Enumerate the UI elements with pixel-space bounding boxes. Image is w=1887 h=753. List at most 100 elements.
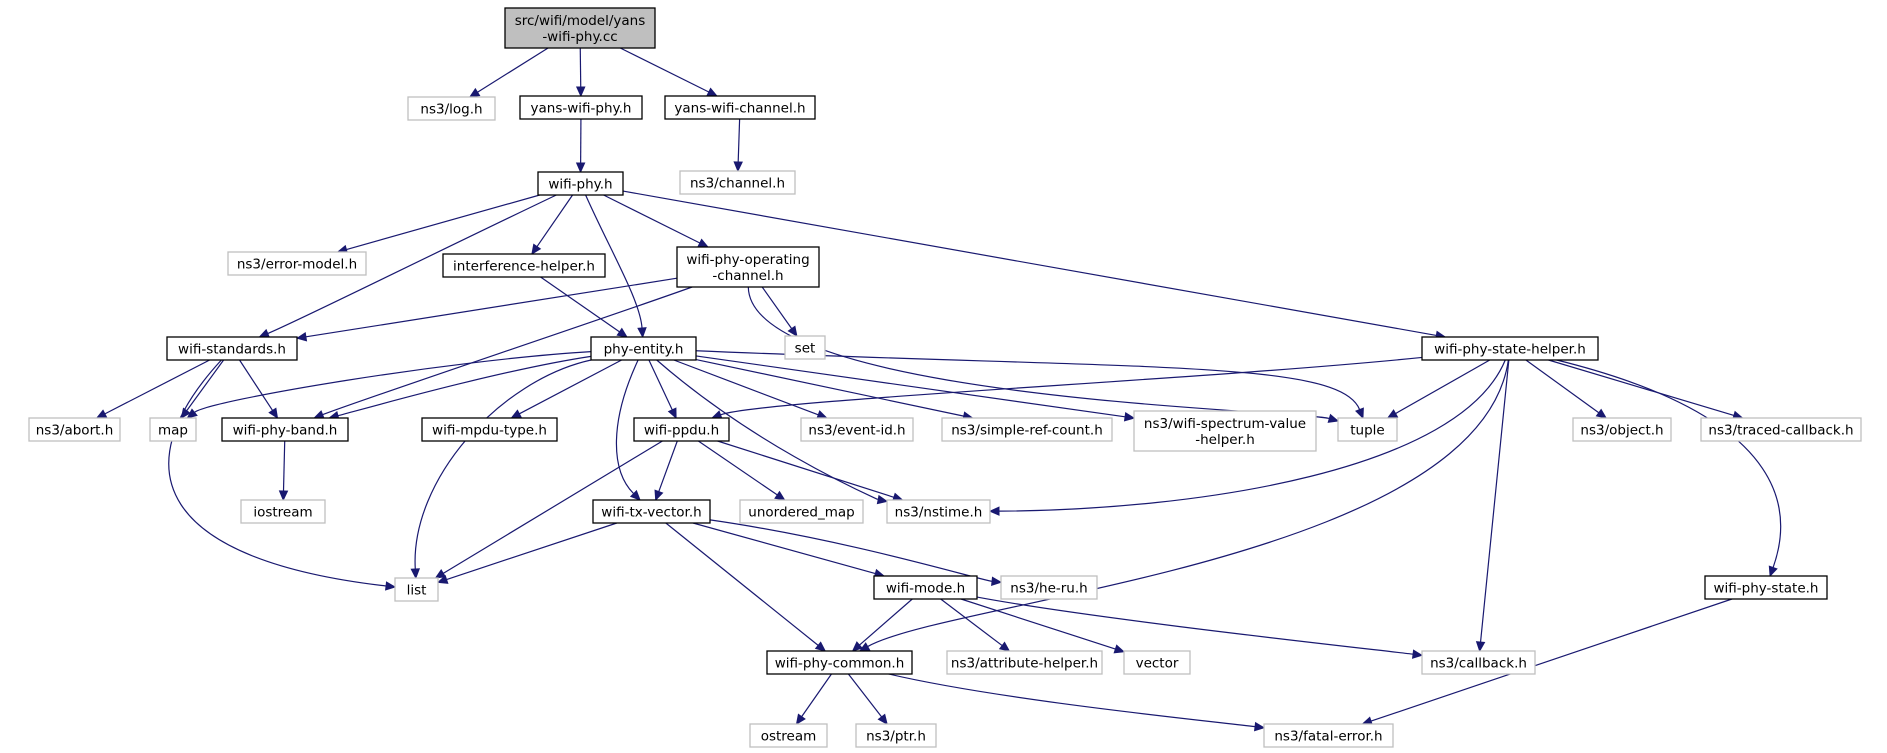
arrowhead-wifiphy-to-opchan	[697, 238, 709, 248]
node-box-opchan	[676, 246, 820, 288]
node-opchan[interactable]: wifi-phy-operating-channel.h	[676, 246, 820, 288]
node-ptr: ns3/ptr.h	[855, 723, 937, 748]
arrowhead-statehelper-to-tuple	[1386, 409, 1399, 419]
node-box-phyentity	[590, 336, 697, 361]
edge-mode-to-attrhelper	[940, 598, 1003, 647]
node-label-phyentity: phy-entity.h	[604, 342, 684, 358]
arrowhead-root-to-yanschan	[706, 87, 718, 97]
arrowhead-wifiphy-to-phyentity	[637, 327, 647, 339]
arrowhead-phyentity-to-list	[410, 568, 421, 580]
edge-common-to-fatal	[888, 673, 1256, 728]
node-label-traced: ns3/traced-callback.h	[1708, 423, 1853, 439]
node-label-nstime: ns3/nstime.h	[895, 505, 983, 521]
node-box-root	[504, 7, 656, 49]
node-box-interf	[442, 253, 606, 278]
edge-ppdu-to-nstime	[717, 440, 895, 498]
edge-wifiphy-to-phyentity	[585, 194, 643, 329]
edge-statehelper-to-callback	[1479, 359, 1510, 643]
node-spectrum: ns3/wifi-spectrum-value-helper.h	[1133, 410, 1317, 452]
edge-phyentity-to-map	[194, 351, 592, 413]
edge-txvector-to-common	[665, 522, 819, 646]
edge-mode-to-vector	[960, 598, 1116, 650]
node-label-fatal: ns3/fatal-error.h	[1274, 729, 1382, 745]
node-unordered: unordered_map	[739, 499, 864, 524]
node-vector: vector	[1123, 650, 1191, 675]
node-label-root-line-0: src/wifi/model/yans	[515, 13, 646, 29]
arrowhead-statehelper-to-nstime	[988, 506, 1000, 516]
edge-wifiphy-to-standards	[267, 194, 557, 335]
node-box-ppdu	[633, 417, 730, 442]
arrowhead-yansphy-to-wifiphy	[575, 162, 586, 174]
node-box-set	[784, 335, 826, 360]
arrowhead-ppdu-to-txvector	[654, 489, 664, 502]
node-box-standards	[166, 336, 298, 361]
node-label-root-line-1: -wifi-phy.cc	[542, 29, 617, 45]
node-box-txvector	[592, 499, 711, 524]
node-box-band	[221, 417, 349, 442]
node-phyentity[interactable]: phy-entity.h	[590, 336, 697, 361]
node-eventid: ns3/event-id.h	[800, 417, 914, 442]
edge-standards-to-band	[239, 359, 274, 411]
node-box-fatal	[1263, 723, 1394, 748]
node-yansphy[interactable]: yans-wifi-phy.h	[519, 95, 643, 120]
node-label-heru: ns3/he-ru.h	[1010, 581, 1087, 597]
node-common[interactable]: wifi-phy-common.h	[766, 650, 913, 675]
node-mode[interactable]: wifi-mode.h	[873, 575, 978, 600]
node-label-iostream: iostream	[253, 505, 312, 521]
node-txvector[interactable]: wifi-tx-vector.h	[592, 499, 711, 524]
arrowhead-root-to-log	[468, 87, 481, 98]
node-mpdutype[interactable]: wifi-mpdu-type.h	[421, 417, 558, 442]
node-traced: ns3/traced-callback.h	[1700, 417, 1862, 442]
arrowhead-phyentity-to-mpdutype	[510, 409, 522, 419]
node-box-wifiphy	[537, 171, 624, 196]
node-label-simpleref: ns3/simple-ref-count.h	[951, 423, 1103, 439]
node-label-yanschan: yans-wifi-channel.h	[674, 101, 805, 117]
node-label-opchan-line-1: -channel.h	[712, 268, 783, 284]
edge-wifiphy-to-errmodel	[346, 194, 540, 251]
edge-txvector-to-mode	[692, 522, 876, 575]
edge-statehelper-to-ppdu	[720, 356, 1423, 416]
edge-mode-to-common	[859, 598, 913, 646]
node-label-yansphy: yans-wifi-phy.h	[531, 101, 632, 117]
node-label-tuple: tuple	[1350, 423, 1384, 439]
node-label-wifiphy: wifi-phy.h	[548, 177, 612, 193]
node-label-list: list	[407, 583, 427, 599]
node-statehelper[interactable]: wifi-phy-state-helper.h	[1421, 336, 1599, 361]
edge-yanschan-to-channel	[737, 118, 741, 163]
edge-phystate-to-fatal	[1370, 598, 1733, 722]
edge-wifiphy-to-interf	[536, 194, 574, 247]
arrowhead-ppdu-to-list	[434, 569, 447, 579]
node-wifiphy[interactable]: wifi-phy.h	[537, 171, 624, 196]
node-root[interactable]: src/wifi/model/yans-wifi-phy.cc	[504, 7, 656, 49]
node-phystate[interactable]: wifi-phy-state.h	[1704, 575, 1828, 600]
edge-opchan-to-set	[761, 286, 793, 330]
edge-mode-to-callback	[976, 596, 1414, 655]
node-box-vector	[1123, 650, 1191, 675]
arrowhead-phyentity-to-tuple	[1355, 407, 1364, 420]
node-box-abort	[28, 417, 121, 442]
node-box-simpleref	[941, 417, 1113, 442]
arrowhead-statehelper-to-phystate	[1768, 565, 1778, 578]
node-band[interactable]: wifi-phy-band.h	[221, 417, 349, 442]
arrowhead-phyentity-to-nstime	[876, 494, 889, 505]
edge-standards-to-list	[168, 359, 387, 587]
node-tuple: tuple	[1337, 417, 1398, 442]
node-ppdu[interactable]: wifi-ppdu.h	[633, 417, 730, 442]
node-standards[interactable]: wifi-standards.h	[166, 336, 298, 361]
node-heru: ns3/he-ru.h	[1000, 575, 1098, 600]
arrowhead-phyentity-to-txvector	[629, 489, 641, 501]
node-box-common	[766, 650, 913, 675]
node-set: set	[784, 335, 826, 360]
arrowhead-band-to-iostream	[278, 490, 289, 502]
node-iostream: iostream	[240, 499, 326, 524]
node-label-statehelper: wifi-phy-state-helper.h	[1434, 342, 1586, 358]
node-interf[interactable]: interference-helper.h	[442, 253, 606, 278]
node-yanschan[interactable]: yans-wifi-channel.h	[664, 95, 816, 120]
edge-ppdu-to-txvector	[658, 440, 678, 492]
node-label-eventid: ns3/event-id.h	[808, 423, 905, 439]
node-label-txvector: wifi-tx-vector.h	[601, 505, 701, 521]
edge-phyentity-to-tuple	[695, 350, 1361, 410]
node-box-spectrum	[1133, 410, 1317, 452]
node-box-object	[1572, 417, 1672, 442]
node-box-callback	[1421, 650, 1536, 675]
